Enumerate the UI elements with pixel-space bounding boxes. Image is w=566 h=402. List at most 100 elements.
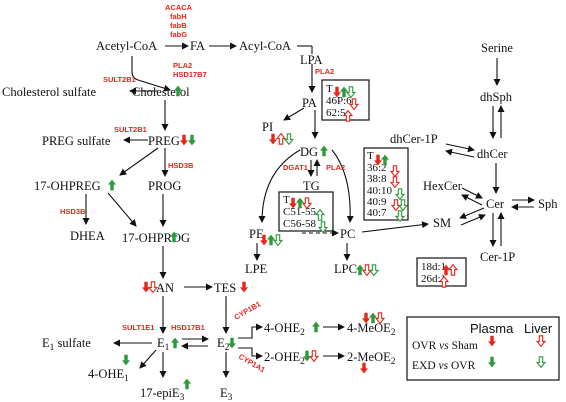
edge-dhcer-dhcer1p xyxy=(445,148,475,158)
pa-species-box xyxy=(321,79,370,121)
enzyme-fabg: fabG xyxy=(170,30,187,39)
indicator-an-plasma-ovr-down-icon xyxy=(142,281,150,293)
edge-cer-hexcer xyxy=(461,194,483,206)
edge-sm-cer xyxy=(460,214,486,226)
pa-box-species-2: 62:5 xyxy=(326,107,346,119)
pa-box-species-1: 46P:6 xyxy=(326,95,352,107)
indicator-lpc-exd-up-icon xyxy=(356,264,364,276)
node-e2: E2 xyxy=(217,336,230,353)
node-lpa: LPA xyxy=(300,53,322,67)
indicator-legend-liver-exd-arrow-icon xyxy=(535,356,547,369)
indicator-4meoe2-exd-up-icon xyxy=(369,312,377,324)
edge-preg-17ohpreg xyxy=(119,147,159,176)
edge-e1-4ohe1 xyxy=(139,349,157,369)
legend-plasma-header: Plasma xyxy=(470,321,514,336)
indicator-dg-409-down-icon xyxy=(390,199,402,212)
enzyme-pla2-top: PLA2 xyxy=(173,61,192,70)
indicator-dg-362-down-icon xyxy=(389,165,401,178)
pa-box-total: T xyxy=(326,83,333,95)
dg-box-species-1: 36:2 xyxy=(367,162,387,174)
node-4-meoe2: 4-MeOE2 xyxy=(347,321,396,338)
node-preg-sulfate: PREG sulfate xyxy=(42,134,111,148)
enzyme-hsd17b1: HSD17B1 xyxy=(171,323,205,332)
dg-box-content: T 36:2 38:8 40:10 40:9 40:7 xyxy=(367,150,393,219)
indicator-ohprog-exd-up-icon xyxy=(170,231,178,243)
indicator-sm-26d1-liver-up-icon xyxy=(438,275,450,288)
indicator-lpc-liver-exd-down-icon xyxy=(368,264,380,277)
node-e1: E1 xyxy=(157,336,170,353)
legend-row-ovr-sham: OVR vs Sham xyxy=(412,340,478,352)
indicator-dg-388-down-icon xyxy=(389,176,401,189)
node-17-epie3: 17-epiE3 xyxy=(140,386,185,402)
node-dg: DG xyxy=(300,145,318,159)
node-cer: Cer xyxy=(486,197,505,211)
enzyme-sult2b1-preg: SULT2B1 xyxy=(114,125,147,134)
node-an: AN xyxy=(156,281,174,295)
indicator-tg-t-exd-up-icon xyxy=(296,197,304,209)
tg-box-species-2: C56-58 xyxy=(283,218,317,230)
node-preg: PREG xyxy=(148,134,180,148)
legend: Plasma Liver OVR vs Sham EXD vs OVR xyxy=(412,321,553,372)
indicator-2ohe2-liver-ovr-down-icon xyxy=(308,350,320,363)
indicator-dg-t-exd-up-icon xyxy=(381,154,389,166)
pathway-edges xyxy=(82,42,535,378)
edge-dhcer1p-dhcer xyxy=(445,143,475,153)
node-sph: Sph xyxy=(538,197,558,211)
node-dhcer: dhCer xyxy=(477,147,508,161)
node-2-meoe2: 2-MeOE2 xyxy=(347,350,396,367)
indicator-pa-625-up-icon xyxy=(342,109,354,122)
indicator-e1-exd-up-icon xyxy=(171,337,179,349)
enzyme-pla2-dg: PLA2 xyxy=(326,163,345,172)
indicator-pa-t-ovr-down-icon xyxy=(333,86,341,98)
enzyme-pla2-lpa: PLA2 xyxy=(315,67,334,76)
legend-liver-header: Liver xyxy=(524,321,553,336)
node-pi: PI xyxy=(262,120,273,134)
edge-pc-sm xyxy=(361,221,429,233)
indicator-e2-exd-down-icon xyxy=(228,337,236,349)
node-fa: FA xyxy=(190,39,205,53)
indicator-pi-liver-up-icon xyxy=(275,132,287,145)
node-cer-1p: Cer-1P xyxy=(480,250,515,264)
indicator-legend-plasma-ovr-arrow-icon xyxy=(488,335,496,347)
indicator-pa-t-exd-up-icon xyxy=(340,86,348,98)
edge-e2-4ohe2 xyxy=(238,323,263,339)
indicator-pe-exd-up-icon xyxy=(267,234,275,246)
enzyme-cyp1b1: CYP1B1 xyxy=(233,299,263,321)
node-e3: E3 xyxy=(220,386,233,402)
enzyme-acaca: ACACA xyxy=(165,3,193,12)
dg-box-total: T xyxy=(367,150,374,162)
enzyme-hsd3b-prog: HSD3B xyxy=(168,161,194,170)
tg-box-content: T C51-55 C56-58 xyxy=(283,194,317,230)
enzyme-hsd3b-dhea: HSD3B xyxy=(60,207,86,216)
node-acetyl-coa: Acetyl-CoA xyxy=(96,39,157,53)
indicator-pi-ovr-down-icon xyxy=(269,133,277,145)
indicator-pe-liver-down-icon xyxy=(272,234,284,247)
node-serine: Serine xyxy=(481,41,513,55)
node-e1-sulfate: E1 sulfate xyxy=(42,336,91,353)
sm-box-species-1: 18d:1 xyxy=(421,261,446,273)
legend-row-exd-ovr: EXD vs OVR xyxy=(412,360,476,372)
enzyme-fabb: fabB xyxy=(170,21,187,30)
indicator-sm-18d1-liver-up-icon xyxy=(447,263,459,276)
node-pe: PE xyxy=(249,227,264,241)
indicator-tg-t-liver-down-icon xyxy=(301,197,313,210)
node-prog: PROG xyxy=(148,179,181,193)
node-lpc: LPC xyxy=(334,262,357,276)
indicator-4meoe2-ovr-down-icon xyxy=(362,312,370,324)
dg-species-box xyxy=(363,147,409,221)
indicator-epie3-exd-up-icon xyxy=(183,378,191,390)
enzyme-sult2b1-chol: SULT2B1 xyxy=(103,75,136,84)
indicator-2meoe2-ovr-down-icon xyxy=(360,362,368,374)
node-dhea: DHEA xyxy=(70,229,105,243)
tg-box-species-1: C51-55 xyxy=(283,206,317,218)
indicator-pa-46p6-down-icon xyxy=(348,98,360,111)
indicator-pe-ovr-down-icon xyxy=(260,234,268,246)
node-cholesterol-sulfate: Cholesterol sulfate xyxy=(2,85,97,99)
indicator-dg-exd-up-icon xyxy=(320,145,328,157)
indicator-tg-t-ovr-down-icon xyxy=(289,197,297,209)
indicator-pa-t-liver-down-icon xyxy=(345,86,357,99)
node-dhcer-1p: dhCer-1P xyxy=(390,132,438,146)
edge-dg-pe xyxy=(258,149,301,223)
